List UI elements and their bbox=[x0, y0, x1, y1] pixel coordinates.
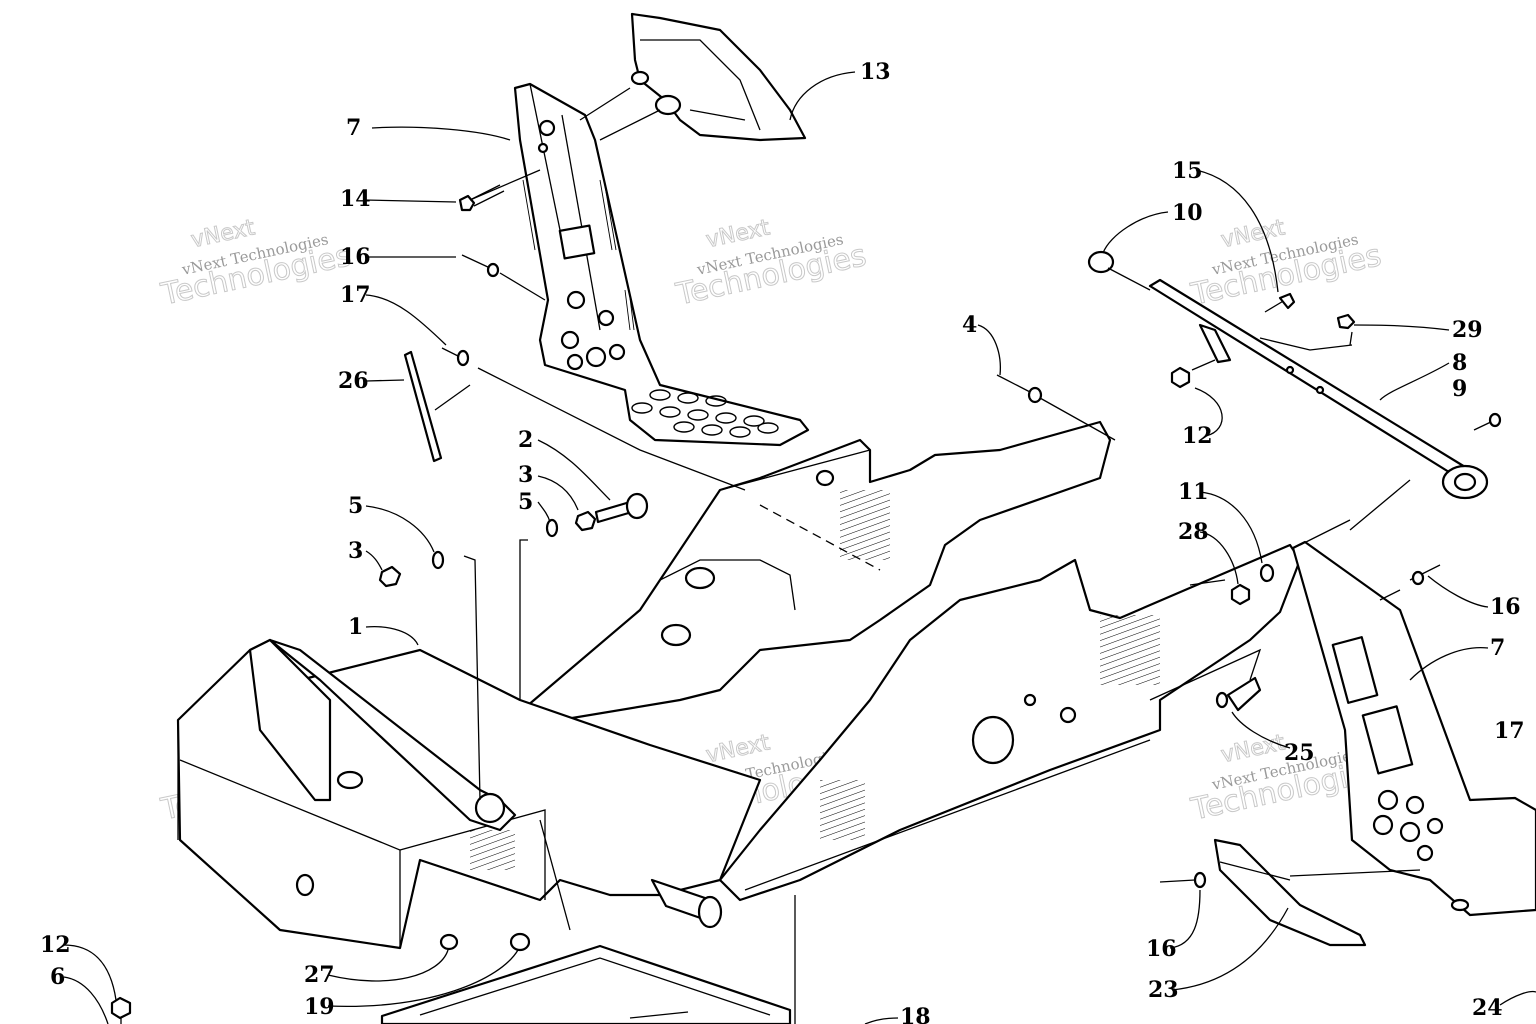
part-17-rivet-left bbox=[441, 347, 470, 367]
callout-12: 12 bbox=[1182, 423, 1213, 449]
callout-5: 5 bbox=[348, 493, 363, 519]
part-15-bolt bbox=[1264, 292, 1296, 313]
callout-15: 15 bbox=[1172, 158, 1203, 184]
callout-10: 10 bbox=[1172, 200, 1203, 226]
callout-13: 13 bbox=[860, 59, 891, 85]
callout-19: 19 bbox=[304, 994, 335, 1020]
callout-17: 17 bbox=[340, 282, 371, 308]
callout-16: 16 bbox=[340, 244, 371, 270]
part-7-right-support-plate bbox=[1291, 540, 1536, 917]
callout-25: 25 bbox=[1284, 740, 1315, 766]
part-16-rivet-left bbox=[461, 254, 500, 278]
callout-12: 12 bbox=[40, 932, 71, 958]
callout-5: 5 bbox=[518, 489, 533, 515]
callout-14: 14 bbox=[340, 186, 371, 212]
callout-3: 3 bbox=[518, 462, 533, 488]
callout-3: 3 bbox=[348, 538, 363, 564]
callout-17: 17 bbox=[1494, 718, 1525, 744]
assembly-lines bbox=[434, 87, 1421, 1024]
part-10-bushing bbox=[1087, 250, 1115, 274]
part-8-steering-shaft bbox=[1148, 278, 1489, 500]
part-28-nut bbox=[1230, 583, 1251, 606]
callout-18: 18 bbox=[900, 1004, 931, 1024]
callout-8: 8 bbox=[1452, 350, 1467, 376]
part-12-nut-upper bbox=[1170, 366, 1191, 389]
part-18-belly-pan bbox=[380, 944, 792, 1024]
watermark-1: vNext vNext Technologies Technologies bbox=[157, 215, 355, 313]
part-4-rivet bbox=[996, 374, 1043, 404]
part-13-bracket-cover bbox=[630, 12, 807, 142]
callout-6: 6 bbox=[50, 964, 65, 990]
part-9-bolt bbox=[1473, 412, 1502, 431]
part-7-left-support-plate bbox=[513, 82, 810, 447]
watermark-2: vNext vNext Technologies Technologies bbox=[672, 215, 870, 313]
part-12-nut-lower bbox=[110, 996, 132, 1024]
part-25-bracket bbox=[1215, 676, 1262, 712]
callout-16: 16 bbox=[1490, 594, 1521, 620]
callout-labels: 13 7 14 16 17 26 2 3 5 5 3 1 4 15 10 29 … bbox=[40, 59, 1525, 1024]
callout-27: 27 bbox=[304, 962, 335, 988]
callout-1: 1 bbox=[348, 614, 363, 640]
watermark-3: vNext vNext Technologies Technologies bbox=[1187, 215, 1385, 313]
callout-7: 7 bbox=[1490, 635, 1505, 661]
part-26-rod bbox=[403, 350, 443, 463]
callout-16: 16 bbox=[1146, 936, 1177, 962]
callout-26: 26 bbox=[338, 368, 369, 394]
callout-24: 24 bbox=[1472, 995, 1503, 1021]
part-23-footrest-bracket bbox=[1213, 838, 1367, 947]
callout-23: 23 bbox=[1148, 977, 1179, 1003]
callout-11: 11 bbox=[1178, 479, 1209, 505]
part-2-bolt-assembly bbox=[378, 492, 649, 588]
part-16-rivet-lower bbox=[1159, 871, 1207, 889]
callout-7: 7 bbox=[346, 115, 361, 141]
part-29-bolt bbox=[1336, 313, 1356, 346]
callout-28: 28 bbox=[1178, 519, 1209, 545]
callout-4: 4 bbox=[962, 312, 977, 338]
callout-leaders bbox=[63, 71, 1536, 1024]
part-1-main-frame bbox=[176, 420, 1302, 950]
part-16-rivet-right bbox=[1409, 564, 1441, 586]
part-19-grommet bbox=[509, 932, 531, 952]
callout-29: 29 bbox=[1452, 317, 1483, 343]
callout-2: 2 bbox=[518, 427, 533, 453]
callout-9: 9 bbox=[1452, 376, 1467, 402]
part-11-washer bbox=[1259, 563, 1275, 583]
part-27-grommet bbox=[439, 933, 459, 951]
